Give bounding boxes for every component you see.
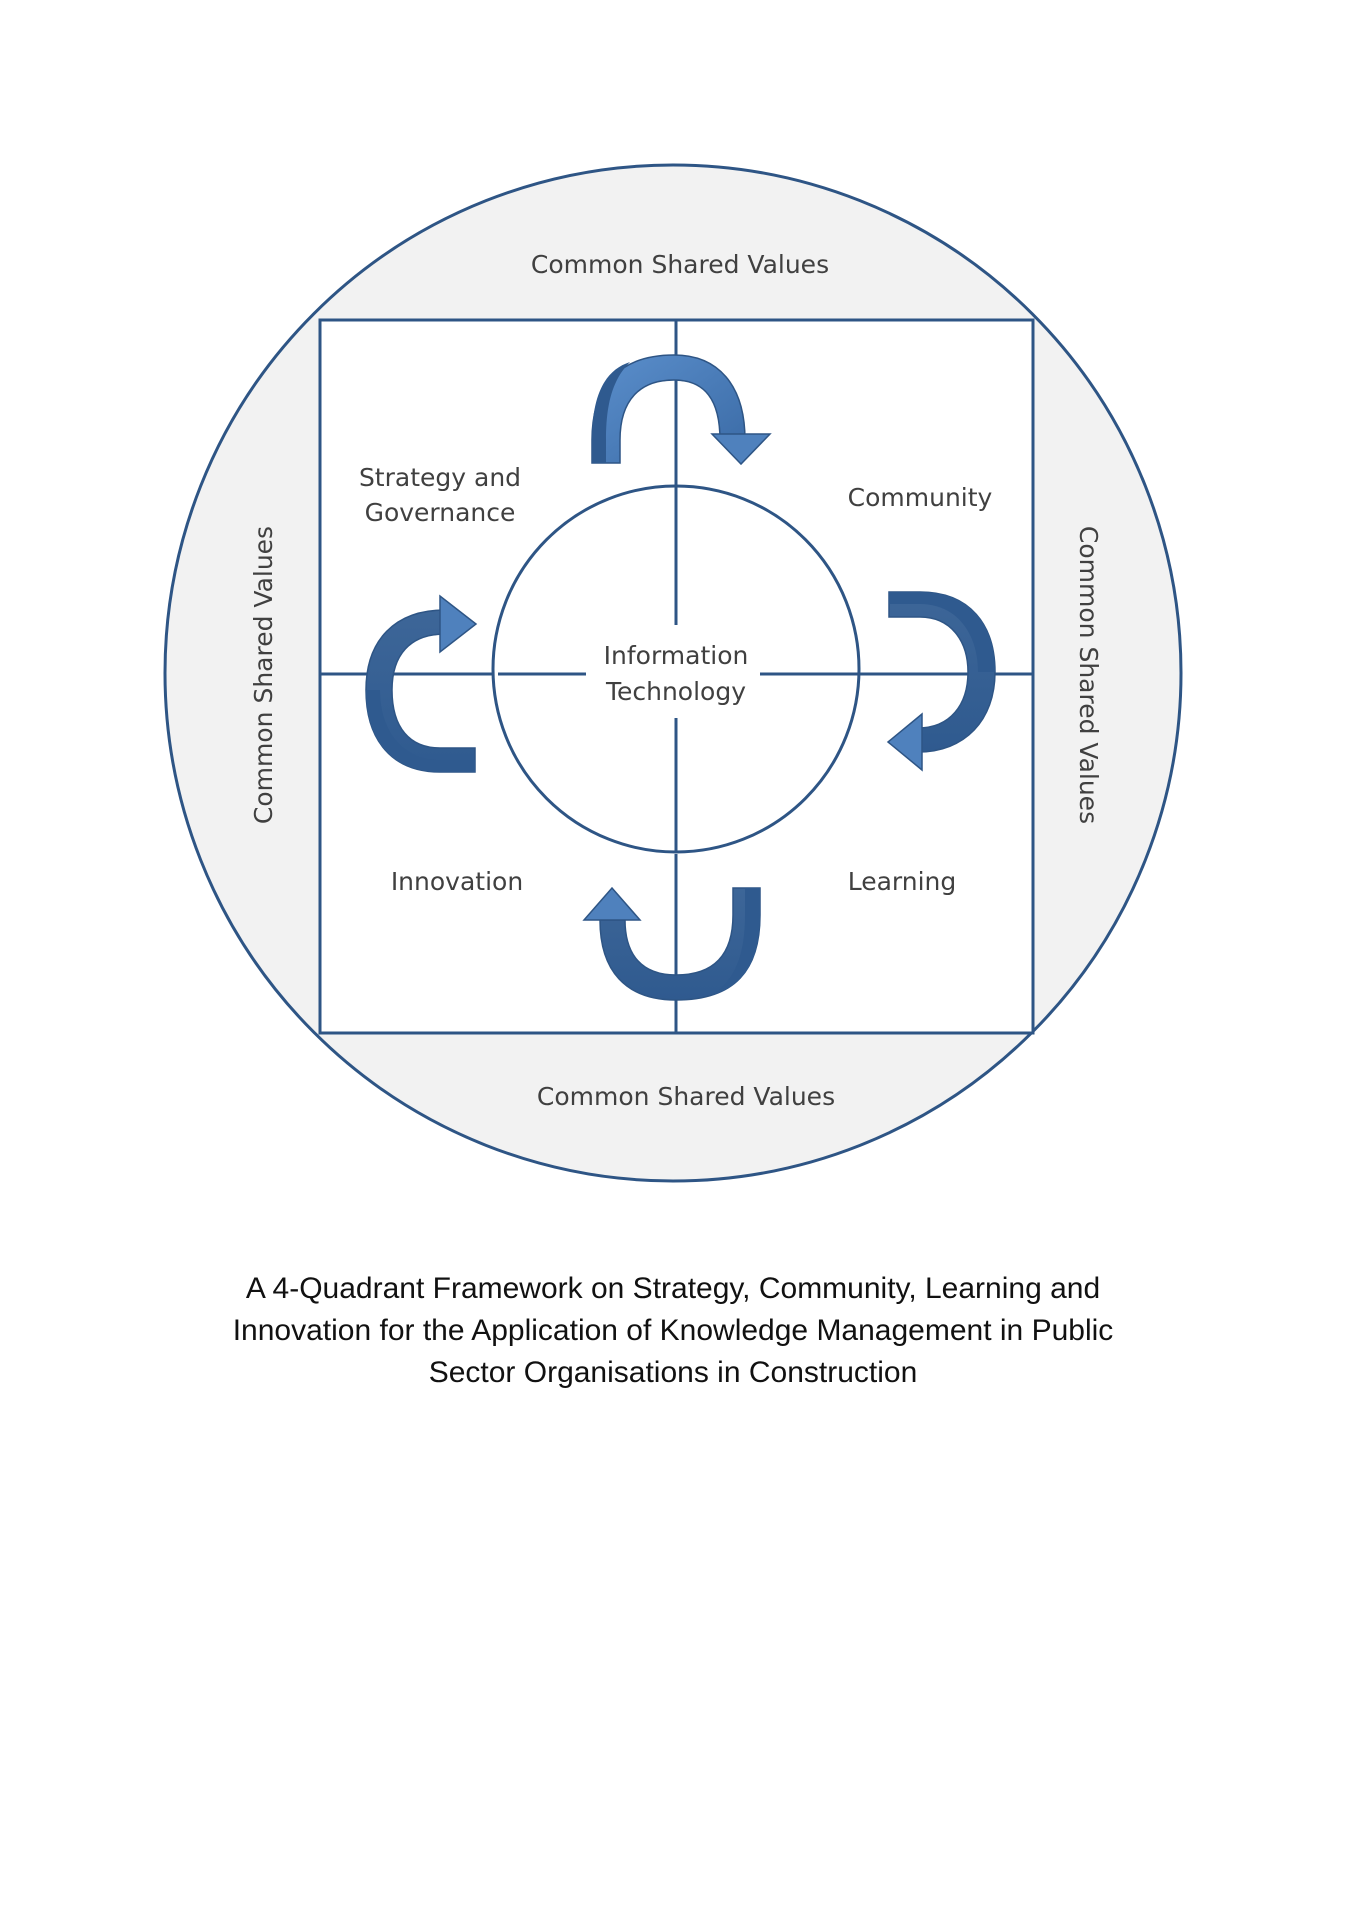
ring-label-right: Common Shared Values	[1074, 526, 1103, 824]
ring-label-left: Common Shared Values	[249, 526, 278, 824]
quadrant-label-strategy-line2: Governance	[365, 498, 516, 527]
caption-line-1: A 4-Quadrant Framework on Strategy, Comm…	[245, 1272, 1101, 1305]
arrow-top-icon	[591, 354, 772, 466]
caption-line-3: Sector Organisations in Construction	[428, 1356, 918, 1389]
quadrant-label-strategy-line1: Strategy and	[359, 463, 521, 492]
quadrant-label-innovation: Innovation	[391, 867, 523, 896]
quadrant-label-community: Community	[848, 483, 993, 512]
figure-caption: A 4-Quadrant Framework on Strategy, Comm…	[173, 1268, 1173, 1394]
arrow-left-icon	[365, 594, 478, 773]
center-label-line1: Information	[604, 641, 749, 670]
ring-label-bottom: Common Shared Values	[537, 1082, 835, 1111]
arrow-bottom-icon	[582, 886, 761, 1001]
ring-label-top: Common Shared Values	[531, 250, 829, 279]
quadrant-label-learning: Learning	[848, 867, 957, 896]
center-label-line2: Technology	[605, 677, 746, 706]
arrow-right-icon	[886, 591, 996, 772]
caption-line-2: Innovation for the Application of Knowle…	[232, 1314, 1114, 1347]
